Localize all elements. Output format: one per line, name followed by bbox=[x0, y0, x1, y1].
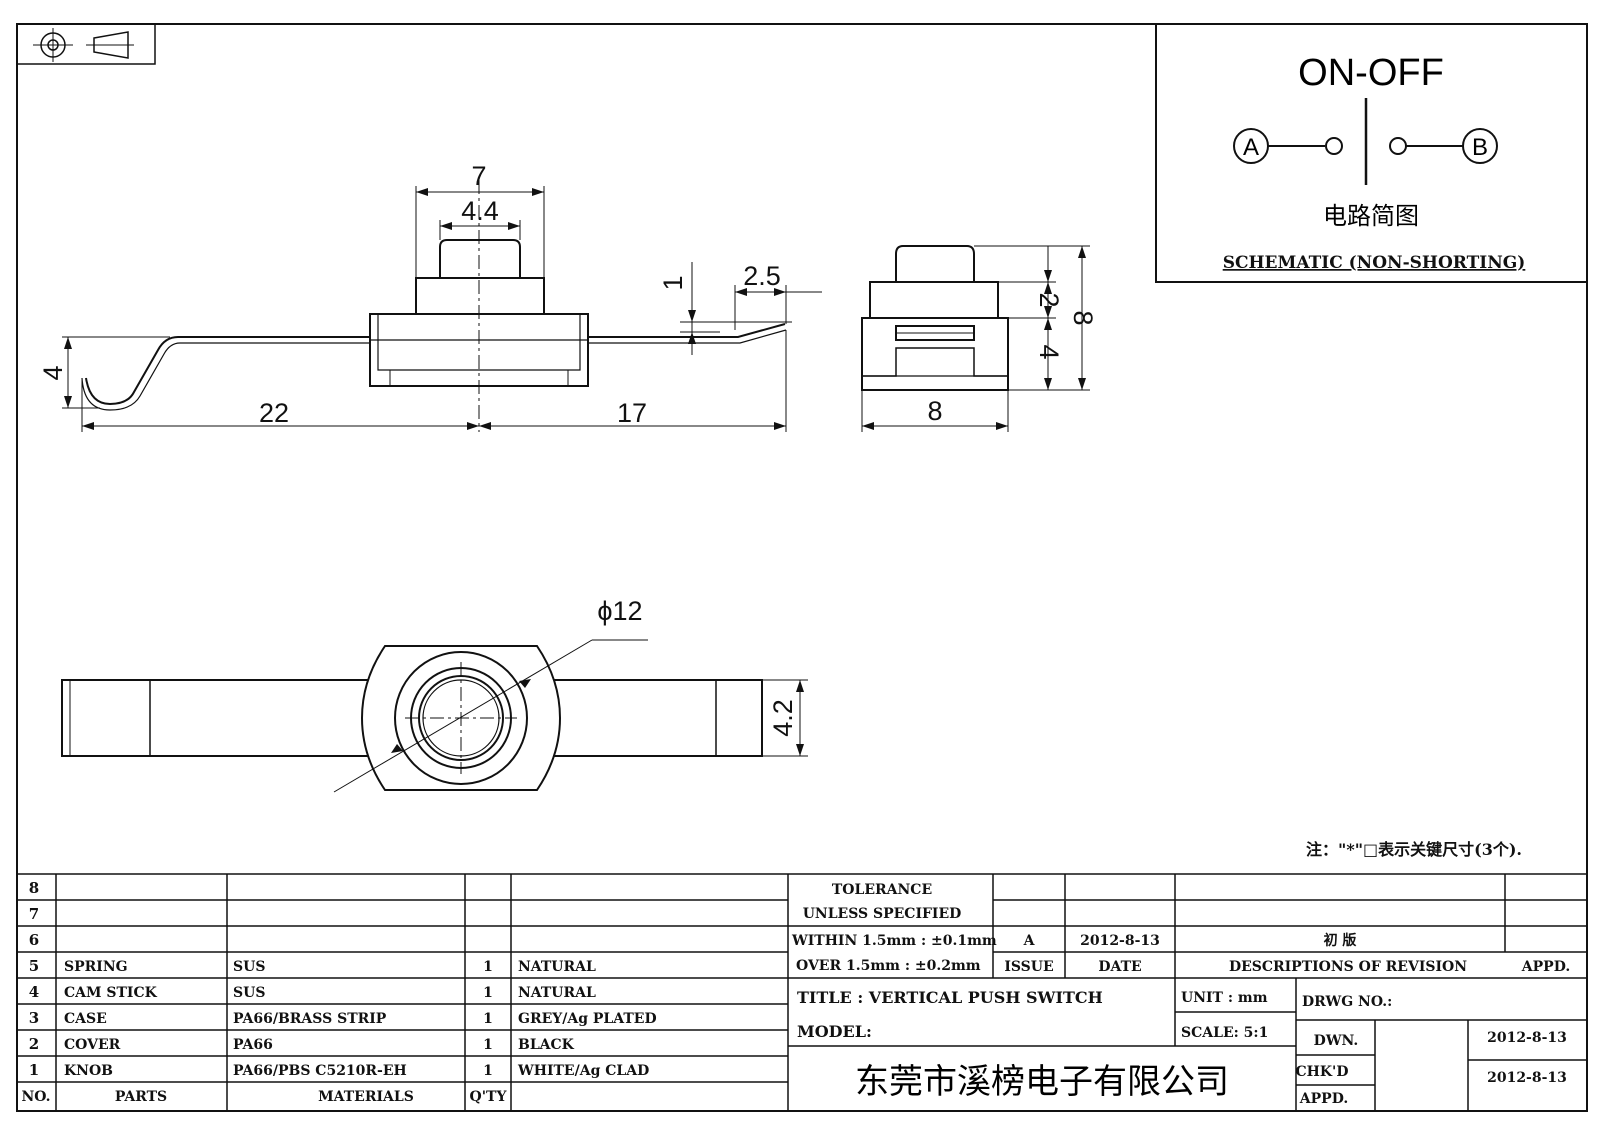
projection-symbol bbox=[16, 23, 156, 65]
drawing-number: DRWG NO.: bbox=[1302, 994, 1392, 1010]
part-finish: NATURAL bbox=[518, 959, 596, 975]
tolerance-line-1: TOLERANCE bbox=[832, 882, 932, 898]
descriptions-label: DESCRIPTIONS OF REVISION bbox=[1229, 959, 1467, 975]
company-name: 东莞市溪榜电子有限公司 bbox=[855, 1062, 1229, 1102]
dim-bottom-diameter: ϕ12 bbox=[597, 596, 642, 626]
dim-side-width: 8 bbox=[927, 396, 942, 426]
dim-front-right-length: 17 bbox=[617, 398, 647, 428]
tolerance-line-4: OVER 1.5mm : ±0.2mm bbox=[796, 958, 981, 974]
dim-bottom-strip-width: 4.2 bbox=[768, 699, 798, 737]
drawing-title: TITLE : VERTICAL PUSH SWITCH bbox=[797, 988, 1103, 1007]
dwn-date: 2012-8-13 bbox=[1487, 1030, 1567, 1046]
schematic-caption-cn: 电路简图 bbox=[1323, 202, 1419, 230]
appd-label: APPD. bbox=[1521, 959, 1570, 975]
parts-table: 8 7 6 5 4 3 2 1 SPRING CAM STICK CASE CO… bbox=[21, 879, 656, 1105]
dim-side-total-height: 8 bbox=[1068, 310, 1098, 325]
model-label: MODEL: bbox=[797, 1022, 872, 1041]
part-name: KNOB bbox=[64, 1063, 113, 1079]
part-qty: 1 bbox=[483, 1063, 493, 1079]
date-label: DATE bbox=[1098, 959, 1141, 975]
part-material: PA66/PBS C5210R-EH bbox=[233, 1063, 407, 1079]
table-row: 6 bbox=[29, 931, 39, 949]
part-finish: GREY/Ag PLATED bbox=[518, 1011, 657, 1027]
part-name: COVER bbox=[64, 1037, 121, 1053]
tolerance-line-3: WITHIN 1.5mm : ±0.1mm bbox=[791, 933, 997, 949]
dim-side-knob-height: 2 bbox=[1034, 292, 1064, 307]
title-block: TOLERANCE UNLESS SPECIFIED WITHIN 1.5mm … bbox=[791, 882, 1570, 1107]
date-value: 2012-8-13 bbox=[1080, 933, 1160, 949]
header-no: NO. bbox=[21, 1089, 50, 1105]
dim-front-lead-offset: 2.5 bbox=[743, 261, 781, 291]
table-row: 5 bbox=[29, 957, 39, 975]
issue-value: A bbox=[1023, 933, 1036, 949]
scale-label: SCALE: 5:1 bbox=[1181, 1025, 1268, 1041]
part-finish: NATURAL bbox=[518, 985, 596, 1001]
chkd-label: CHK'D bbox=[1296, 1064, 1349, 1080]
dim-front-lead-height: 1 bbox=[658, 275, 688, 290]
terminal-b-label: B bbox=[1472, 134, 1488, 161]
part-qty: 1 bbox=[483, 1011, 493, 1027]
header-qty: Q'TY bbox=[470, 1089, 508, 1105]
schematic-caption-en: SCHEMATIC (NON-SHORTING) bbox=[1223, 253, 1526, 273]
bottom-arrows bbox=[391, 679, 804, 756]
sheet-border bbox=[16, 23, 1588, 1112]
dim-front-left-length: 22 bbox=[259, 398, 289, 428]
header-materials: MATERIALS bbox=[318, 1089, 414, 1105]
bottom-dimensions bbox=[333, 639, 808, 793]
schematic-box: ON-OFF A B 电路简图 SCHEMATIC (NON-SHORTING) bbox=[1155, 23, 1588, 283]
appd-signature-label: APPD. bbox=[1299, 1091, 1348, 1107]
part-name: CAM STICK bbox=[64, 985, 158, 1001]
unit-label: UNIT : mm bbox=[1181, 990, 1268, 1006]
key-dimension-note: 注："*"□表示关键尺寸(3个). bbox=[1306, 840, 1522, 859]
part-material: SUS bbox=[233, 985, 265, 1001]
part-name: CASE bbox=[64, 1011, 107, 1027]
front-dimensions bbox=[62, 186, 822, 432]
dim-front-hook-height: 4 bbox=[38, 365, 68, 380]
part-material: PA66/BRASS STRIP bbox=[233, 1011, 387, 1027]
table-row: 2 bbox=[29, 1035, 39, 1053]
front-view bbox=[81, 180, 787, 432]
dim-front-top-width: 7 bbox=[471, 161, 486, 191]
tolerance-line-2: UNLESS SPECIFIED bbox=[803, 906, 962, 922]
front-arrows bbox=[64, 188, 786, 430]
part-qty: 1 bbox=[483, 985, 493, 1001]
issue-label: ISSUE bbox=[1004, 959, 1053, 975]
table-row: 4 bbox=[29, 983, 39, 1001]
revision-value: 初 版 bbox=[1324, 932, 1357, 949]
header-parts: PARTS bbox=[115, 1089, 167, 1105]
table-row: 7 bbox=[29, 905, 39, 923]
dim-front-knob-width: 4.4 bbox=[461, 196, 499, 226]
terminal-a-label: A bbox=[1243, 134, 1259, 161]
part-qty: 1 bbox=[483, 1037, 493, 1053]
part-material: SUS bbox=[233, 959, 265, 975]
dwn-label: DWN. bbox=[1314, 1033, 1359, 1049]
part-name: SPRING bbox=[64, 959, 128, 975]
part-qty: 1 bbox=[483, 959, 493, 975]
table-row: 1 bbox=[29, 1061, 39, 1079]
dim-side-body-height: 4 bbox=[1034, 344, 1064, 359]
part-material: PA66 bbox=[233, 1037, 273, 1053]
side-arrows bbox=[862, 246, 1086, 430]
table-grid bbox=[17, 873, 1587, 1111]
part-finish: BLACK bbox=[518, 1037, 575, 1053]
table-row: 8 bbox=[29, 879, 39, 897]
table-row: 3 bbox=[29, 1009, 39, 1027]
side-view bbox=[861, 245, 1009, 391]
chkd-date: 2012-8-13 bbox=[1487, 1070, 1567, 1086]
part-finish: WHITE/Ag CLAD bbox=[517, 1063, 649, 1079]
schematic-title: ON-OFF bbox=[1298, 52, 1444, 94]
bottom-view bbox=[61, 645, 763, 791]
